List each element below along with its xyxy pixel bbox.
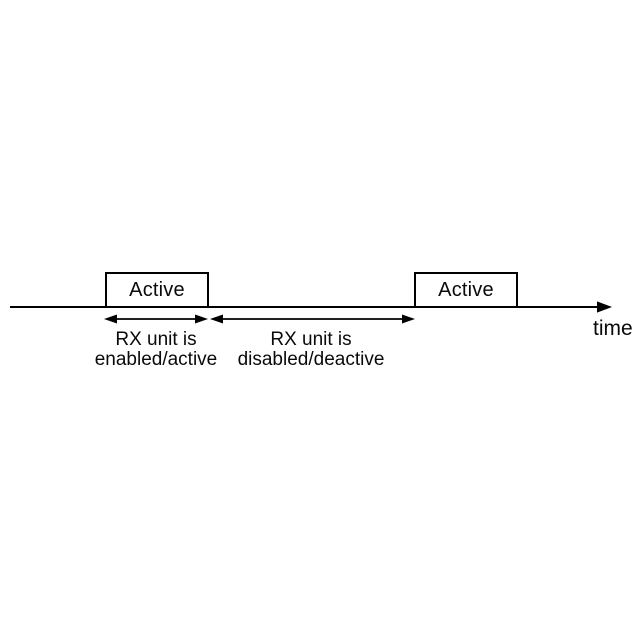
disabled-interval-arrow — [210, 314, 415, 324]
left-arrowhead-icon — [210, 314, 223, 324]
right-arrowhead-icon — [402, 314, 415, 324]
left-arrowhead-icon — [104, 314, 117, 324]
enabled-interval-label: RX unit is enabled/active — [51, 330, 261, 370]
timeline-arrowhead-icon — [597, 301, 612, 313]
right-arrowhead-icon — [195, 314, 208, 324]
disabled-interval-label: RX unit is disabled/deactive — [206, 330, 416, 370]
disabled-interval-label-line1: RX unit is — [270, 329, 352, 350]
active-pulse-box-1: Active — [105, 272, 209, 308]
active-pulse-label: Active — [438, 278, 494, 301]
disabled-interval-label-line2: disabled/deactive — [237, 349, 385, 370]
enabled-interval-label-line2: enabled/active — [94, 349, 218, 370]
active-pulse-label: Active — [129, 278, 185, 301]
enabled-interval-arrow — [104, 314, 208, 324]
time-axis-label: time — [593, 317, 633, 340]
active-pulse-box-2: Active — [414, 272, 518, 308]
enabled-interval-label-line1: RX unit is — [115, 329, 197, 350]
